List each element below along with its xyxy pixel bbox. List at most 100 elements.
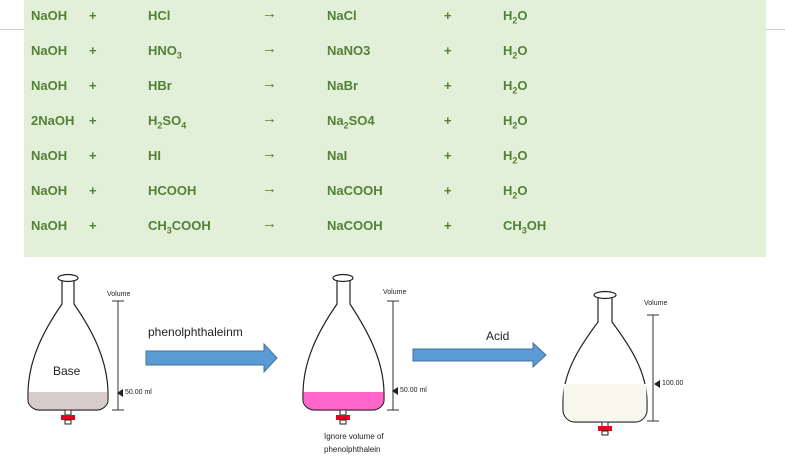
formula-part: H xyxy=(503,43,513,58)
reaction-acid: CH3COOH xyxy=(148,218,211,235)
volume-scale-2 xyxy=(387,300,399,411)
reaction-acid: HNO3 xyxy=(148,43,182,61)
subscript: 2 xyxy=(512,155,518,166)
reaction-acid: HI xyxy=(148,148,161,164)
formula-part: NaI xyxy=(327,148,348,163)
subscript: 4 xyxy=(181,120,187,131)
reaction-acid: HCl xyxy=(148,8,170,24)
formula-part: HBr xyxy=(148,78,172,93)
reaction-salt: NaCOOH xyxy=(327,183,383,199)
formula-part: NaCOOH xyxy=(327,183,383,198)
formula-part: NaBr xyxy=(327,78,359,93)
reaction-acid: HBr xyxy=(148,78,172,94)
formula-part: H xyxy=(503,113,513,128)
reaction-product: H2O xyxy=(503,183,528,201)
reaction-plus: + xyxy=(444,43,452,58)
subscript: 2 xyxy=(512,120,518,131)
reaction-base: NaOH xyxy=(31,148,68,163)
reading-3: 100.00 xyxy=(662,380,684,387)
titration-diagram xyxy=(27,273,660,436)
base-liquid xyxy=(28,392,108,410)
reaction-plus: + xyxy=(89,8,97,23)
note-line-1: Ignore volume of xyxy=(324,432,384,441)
formula-part: H xyxy=(503,78,513,93)
reaction-plus: + xyxy=(444,78,452,93)
reaction-arrow: → xyxy=(262,215,277,232)
reading-2: 50.00 ml xyxy=(400,387,427,394)
reading-1: 50.00 ml xyxy=(125,389,152,396)
formula-part: HNO xyxy=(148,43,177,58)
pink-liquid xyxy=(303,392,384,410)
subscript: 3 xyxy=(176,50,182,61)
reaction-salt: Na2SO4 xyxy=(327,113,375,131)
reaction-salt: NaNO3 xyxy=(327,43,370,59)
reaction-arrow: → xyxy=(262,5,277,22)
reaction-salt: NaCl xyxy=(327,8,357,24)
formula-part: O xyxy=(517,8,528,23)
subscript: 2 xyxy=(512,190,518,201)
note-line-2: phenolphthalein xyxy=(324,445,381,454)
base-label: Base xyxy=(53,364,81,378)
reaction-arrow: → xyxy=(262,75,277,92)
subscript: 2 xyxy=(157,120,163,131)
reaction-plus: + xyxy=(89,78,97,93)
stopcock xyxy=(336,415,350,420)
final-liquid xyxy=(563,384,647,422)
formula-part: Na xyxy=(327,113,344,128)
reaction-base: 2NaOH xyxy=(31,113,75,128)
reaction-product: H2O xyxy=(503,43,528,61)
reaction-plus: + xyxy=(89,148,97,163)
volume-scale-3 xyxy=(647,314,659,422)
formula-part: H xyxy=(503,8,513,23)
subscript: 2 xyxy=(512,50,518,61)
reaction-salt: NaCOOH xyxy=(327,218,383,234)
formula-part: H xyxy=(503,183,513,198)
volume-label-1: Volume xyxy=(107,291,131,298)
arrow-acid xyxy=(412,341,547,369)
level-marker-3 xyxy=(654,380,660,388)
formula-part: H xyxy=(503,148,513,163)
flask-final xyxy=(562,290,648,436)
reaction-salt: NaI xyxy=(327,148,347,164)
formula-part: CH xyxy=(503,218,522,233)
stopcock xyxy=(61,415,75,420)
reaction-plus: + xyxy=(89,113,97,128)
reaction-base: NaOH xyxy=(31,8,68,23)
reaction-plus: + xyxy=(444,218,452,233)
reaction-base: NaOH xyxy=(31,43,68,58)
formula-part: HI xyxy=(148,148,161,163)
reaction-plus: + xyxy=(444,8,452,23)
formula-part: HCl xyxy=(148,8,171,23)
reaction-plus: + xyxy=(89,183,97,198)
reaction-arrow: → xyxy=(262,110,277,127)
formula-part: SO xyxy=(162,113,182,128)
reaction-plus: + xyxy=(444,113,452,128)
reaction-product: H2O xyxy=(503,148,528,166)
formula-part: NaCl xyxy=(327,8,357,23)
reaction-plus: + xyxy=(444,183,452,198)
reaction-arrow: → xyxy=(262,145,277,162)
arrow1-label: phenolphthaleinm xyxy=(148,325,243,339)
formula-part: SO4 xyxy=(348,113,375,128)
subscript: 2 xyxy=(512,85,518,96)
subscript: 2 xyxy=(343,120,349,131)
subscript: 2 xyxy=(512,15,518,26)
reaction-base: NaOH xyxy=(31,78,68,93)
arrow-phenolphthalein xyxy=(145,342,278,374)
formula-part: NaCOOH xyxy=(327,218,383,233)
reaction-product: H2O xyxy=(503,113,528,131)
formula-part: O xyxy=(517,148,528,163)
volume-scale-1 xyxy=(112,300,124,411)
reaction-table xyxy=(24,0,766,257)
reaction-plus: + xyxy=(444,148,452,163)
formula-part: HCOOH xyxy=(148,183,197,198)
formula-part: NaNO3 xyxy=(327,43,371,58)
volume-label-3: Volume xyxy=(644,300,668,307)
reaction-product: H2O xyxy=(503,8,528,26)
stopcock xyxy=(598,426,612,431)
formula-part: O xyxy=(517,183,528,198)
reaction-salt: NaBr xyxy=(327,78,358,94)
formula-part: COOH xyxy=(171,218,211,233)
reaction-arrow: → xyxy=(262,180,277,197)
formula-part: O xyxy=(517,78,528,93)
